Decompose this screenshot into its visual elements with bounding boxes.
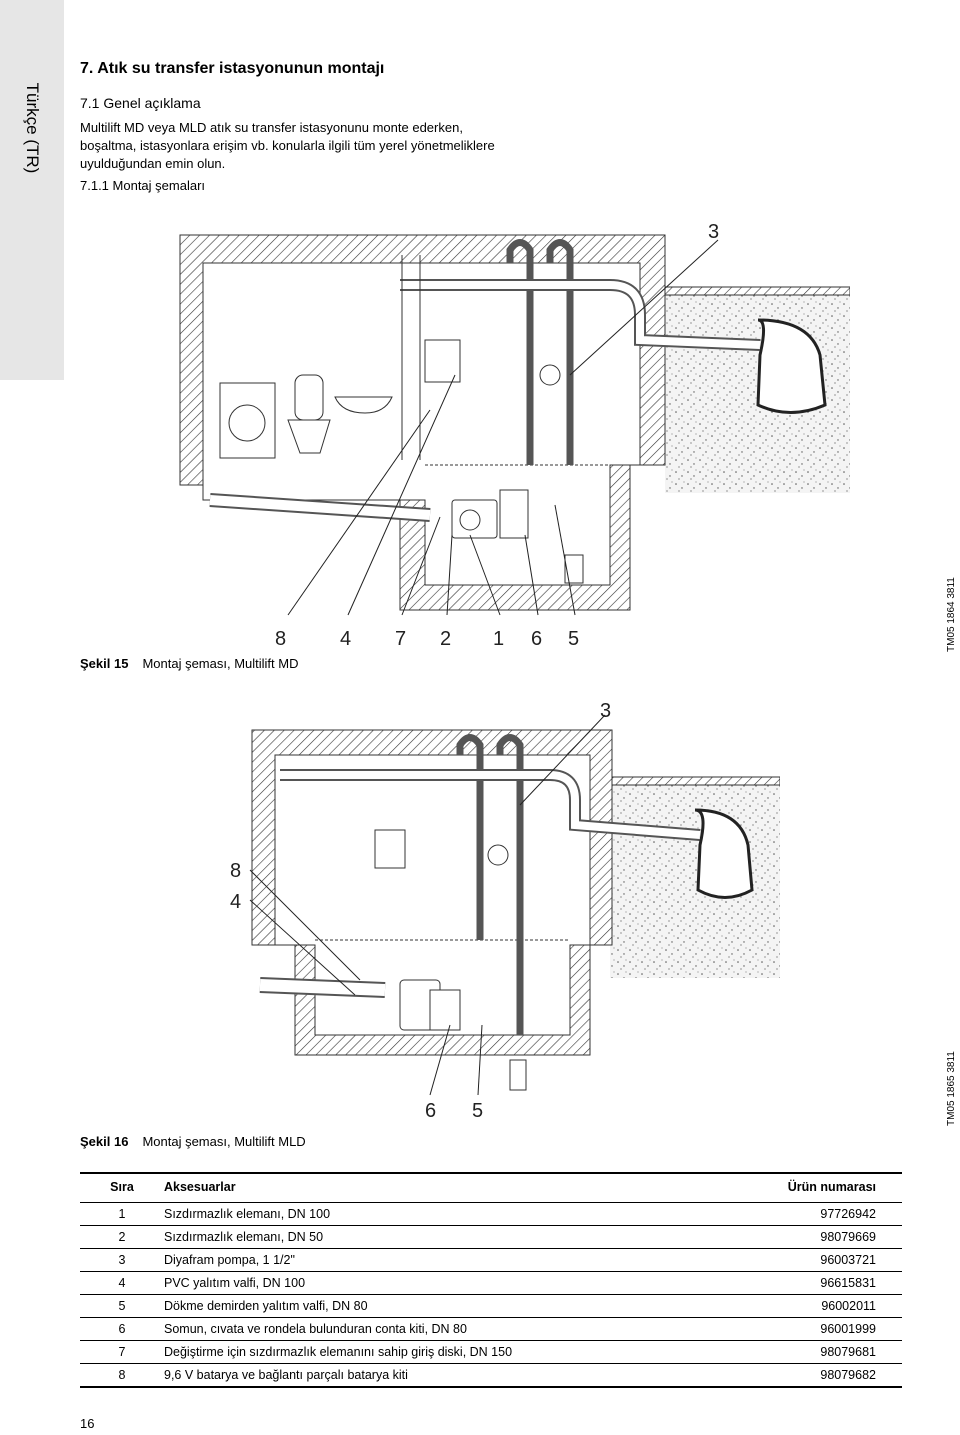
fig16-callout-8: 8 [230, 860, 241, 882]
row-order: 5 [80, 1294, 164, 1318]
figure-15-label: Şekil 15 [80, 656, 129, 671]
header-accessories: Aksesuarlar [164, 1172, 676, 1203]
row-product-number: 97726942 [676, 1202, 902, 1226]
fig16-callout-3: 3 [600, 700, 611, 722]
row-accessory: Sızdırmazlık elemanı, DN 100 [164, 1202, 676, 1226]
fig15-callout-4: 4 [340, 628, 351, 650]
fig15-callout-3: 3 [708, 221, 719, 243]
row-order: 6 [80, 1317, 164, 1341]
fig15-callout-1: 1 [493, 628, 504, 650]
fig16-callout-5: 5 [472, 1100, 483, 1122]
row-order: 1 [80, 1202, 164, 1226]
row-order: 2 [80, 1225, 164, 1249]
row-accessory: Somun, cıvata ve rondela bulunduran cont… [164, 1317, 676, 1341]
subsubsection-heading: 7.1.1 Montaj şemaları [80, 178, 206, 193]
table-header-row: Sıra Aksesuarlar Ürün numarası [80, 1172, 902, 1203]
fig15-callout-5: 5 [568, 628, 579, 650]
fig15-callout-7: 7 [395, 628, 406, 650]
figure-15-diagram: 3 8 4 7 2 1 6 5 [179, 221, 850, 650]
figure-16-label: Şekil 16 [80, 1134, 129, 1149]
language-side-tab: Türkçe (TR) [0, 0, 64, 380]
row-product-number: 98079682 [676, 1363, 902, 1388]
header-order: Sıra [80, 1172, 164, 1203]
row-order: 8 [80, 1363, 164, 1388]
row-accessory: Sızdırmazlık elemanı, DN 50 [164, 1225, 676, 1249]
fig15-callout-2: 2 [440, 628, 451, 650]
figure-15-caption: Şekil 15 Montaj şeması, Multilift MD [80, 656, 298, 671]
row-product-number: 96002011 [676, 1294, 902, 1318]
row-product-number: 98079669 [676, 1225, 902, 1249]
fig15-callout-6: 6 [531, 628, 542, 650]
row-accessory: Dökme demirden yalıtım valfi, DN 80 [164, 1294, 676, 1318]
subsection-heading: 7.1 Genel açıklama [80, 95, 201, 111]
figure-15-caption-text: Montaj şeması, Multilift MD [142, 656, 299, 671]
page-number: 16 [80, 1416, 95, 1431]
figure-15-code: TM05 1864 3811 [946, 577, 957, 652]
figure-16-code: TM05 1865 3811 [946, 1051, 957, 1126]
row-product-number: 96615831 [676, 1271, 902, 1295]
description-paragraph: Multilift MD veya MLD atık su transfer i… [80, 120, 495, 171]
row-accessory: PVC yalıtım valfi, DN 100 [164, 1271, 676, 1295]
header-product-number: Ürün numarası [676, 1172, 902, 1203]
language-label: Türkçe (TR) [23, 82, 42, 174]
figure-16-caption-text: Montaj şeması, Multilift MLD [142, 1134, 306, 1149]
figure-16-diagram: 3 8 4 6 5 [230, 700, 780, 1122]
fig16-callout-4: 4 [230, 891, 241, 913]
section-heading: 7. Atık su transfer istasyonunun montajı [80, 60, 385, 77]
fig16-callout-6: 6 [425, 1100, 436, 1122]
row-product-number: 96001999 [676, 1317, 902, 1341]
figure-16-caption: Şekil 16 Montaj şeması, Multilift MLD [80, 1134, 306, 1149]
row-order: 4 [80, 1271, 164, 1295]
row-accessory: 9,6 V batarya ve bağlantı parçalı batary… [164, 1363, 676, 1388]
row-accessory: Değiştirme için sızdırmazlık elemanını s… [164, 1340, 676, 1364]
row-product-number: 98079681 [676, 1340, 902, 1364]
row-order: 7 [80, 1340, 164, 1364]
row-order: 3 [80, 1248, 164, 1272]
row-accessory: Diyafram pompa, 1 1/2" [164, 1248, 676, 1272]
row-product-number: 96003721 [676, 1248, 902, 1272]
fig15-callout-8: 8 [275, 628, 286, 650]
